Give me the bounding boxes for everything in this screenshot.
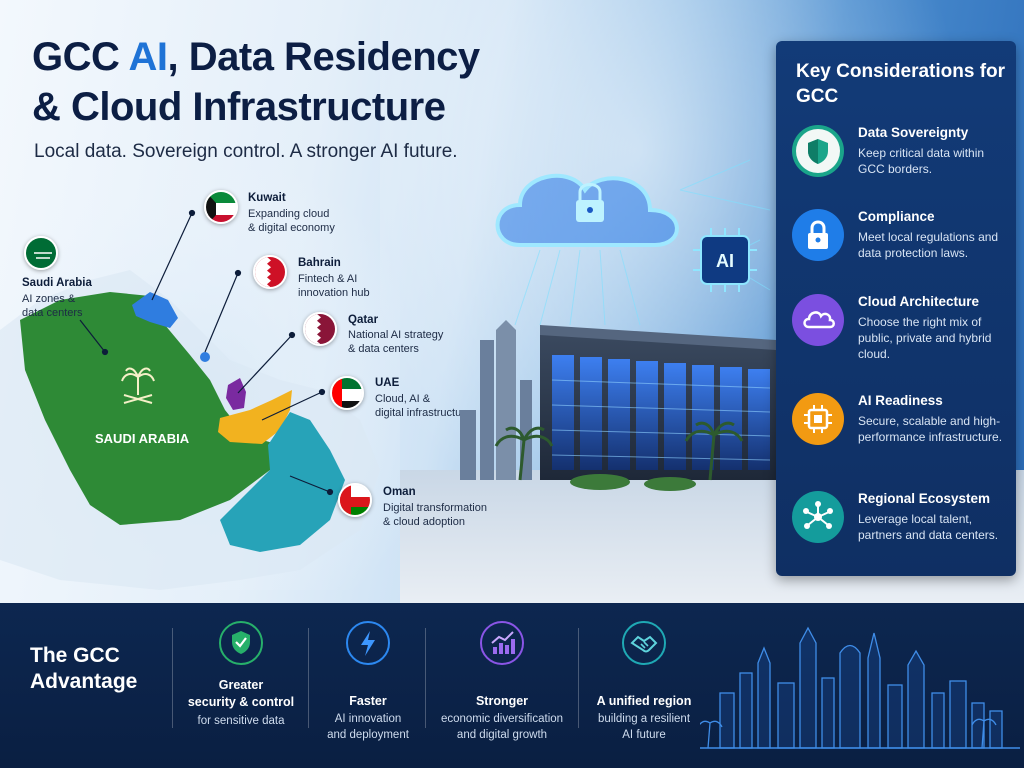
advantage-text: economic diversification and digital gro… xyxy=(440,713,564,741)
qatar-flag-icon xyxy=(303,312,337,346)
gcc-map xyxy=(0,170,400,590)
advantage-head: Greater security & control xyxy=(187,678,295,709)
lock-icon xyxy=(792,209,844,261)
shield-icon xyxy=(792,125,844,177)
key-considerations-panel: Key Considerations for GCC Data Sovereig… xyxy=(776,41,1016,576)
data-center-building xyxy=(540,325,776,480)
kuwait-desc: Expanding cloud & digital economy xyxy=(248,208,335,234)
bahrain-name: Bahrain xyxy=(298,257,341,269)
shield-check-icon xyxy=(219,621,263,665)
qatar-desc: National AI strategy & data centers xyxy=(348,329,444,355)
title-accent: AI xyxy=(128,35,169,79)
consideration-desc: Meet local regulations and data protecti… xyxy=(858,230,999,260)
lightning-icon xyxy=(346,621,390,665)
consideration-compliance: Compliance Meet local regulations and da… xyxy=(792,209,1012,289)
consideration-name: Regional Ecosystem xyxy=(858,491,991,506)
title-part2: , Data Residency xyxy=(167,35,481,79)
kuwait-region xyxy=(132,292,178,328)
saudi-arabia-region xyxy=(20,292,280,525)
cloud-icon xyxy=(792,294,844,346)
ai-chip-label: AI xyxy=(716,251,734,271)
uae-flag-icon xyxy=(330,376,364,410)
advantage-head: A unified region xyxy=(596,694,692,708)
saudi-name: Saudi Arabia xyxy=(22,277,92,289)
oman-flag-icon xyxy=(338,483,372,517)
city-skyline-icon xyxy=(700,626,1020,749)
consideration-desc: Keep critical data within GCC borders. xyxy=(858,146,985,176)
ai-chip-icon: AI xyxy=(693,228,757,292)
leader-lines xyxy=(79,209,334,496)
panel-title: Key Considerations for GCC xyxy=(796,61,1006,107)
gcc-advantage-band: The GCC Advantage Greater security & con… xyxy=(0,603,1024,768)
saudi-emblem-icon xyxy=(121,367,155,404)
oman-name: Oman xyxy=(383,486,416,498)
uae-name: UAE xyxy=(375,377,400,389)
shrubs xyxy=(570,474,696,491)
page-subtitle: Local data. Sovereign control. A stronge… xyxy=(34,141,458,162)
saudi-flag-icon xyxy=(24,236,58,270)
consideration-regional-ecosystem: Regional Ecosystem Leverage local talent… xyxy=(792,491,1012,571)
consideration-name: AI Readiness xyxy=(858,393,943,408)
oman-desc: Digital transformation & cloud adoption xyxy=(383,502,487,528)
divider xyxy=(308,628,309,728)
advantage-head: Stronger xyxy=(475,694,529,708)
advantage-text: for sensitive data xyxy=(197,715,285,727)
palm-trees xyxy=(494,421,744,481)
consideration-desc: Secure, scalable and high-performance in… xyxy=(858,414,1003,444)
bahrain-desc: Fintech & AI innovation hub xyxy=(298,273,370,299)
saudi-map-label: SAUDI ARABIA xyxy=(95,431,190,446)
title-part1: GCC xyxy=(32,35,129,79)
divider xyxy=(578,628,579,728)
divider xyxy=(425,628,426,728)
bahrain-region xyxy=(200,352,210,362)
advantage-text: AI innovation and deployment xyxy=(327,713,409,741)
padlock-icon xyxy=(576,183,604,222)
advantage-head: Faster xyxy=(349,694,387,708)
page-title: GCC AI, Data Residency & Cloud Infrastru… xyxy=(32,32,592,132)
advantage-text: building a resilient AI future xyxy=(597,713,691,741)
oman-region xyxy=(220,412,345,552)
cloud-datacenter-illustration: AI xyxy=(460,159,776,491)
consideration-desc: Choose the right mix of public, private … xyxy=(858,315,992,361)
qatar-region xyxy=(226,378,246,410)
network-icon xyxy=(792,491,844,543)
hero-section: SAUDI ARABIA Kuwait Expanding cloud & di… xyxy=(0,0,1024,603)
consideration-ai-readiness: AI Readiness Secure, scalable and high-p… xyxy=(792,393,1012,473)
consideration-cloud-architecture: Cloud Architecture Choose the right mix … xyxy=(792,294,1012,374)
kuwait-name: Kuwait xyxy=(248,192,286,204)
title-line2: & Cloud Infrastructure xyxy=(32,85,446,129)
qatar-name: Qatar xyxy=(348,314,379,326)
consideration-name: Cloud Architecture xyxy=(858,294,980,309)
divider xyxy=(172,628,173,728)
consideration-data-sovereignty: Data Sovereignty Keep critical data with… xyxy=(792,125,1012,205)
bahrain-flag-icon xyxy=(253,255,287,289)
consideration-desc: Leverage local talent, partners and data… xyxy=(858,512,999,542)
uae-region xyxy=(218,390,292,444)
handshake-icon xyxy=(622,621,666,665)
consideration-name: Compliance xyxy=(858,209,935,224)
kuwait-flag-icon xyxy=(204,190,238,224)
growth-chart-icon xyxy=(480,621,524,665)
uae-desc: Cloud, AI & digital infrastructure xyxy=(375,393,471,419)
consideration-name: Data Sovereignty xyxy=(858,125,969,140)
advantage-title: The GCC Advantage xyxy=(30,644,138,693)
chip-icon xyxy=(792,393,844,445)
saudi-desc: AI zones & data centers xyxy=(22,293,83,319)
